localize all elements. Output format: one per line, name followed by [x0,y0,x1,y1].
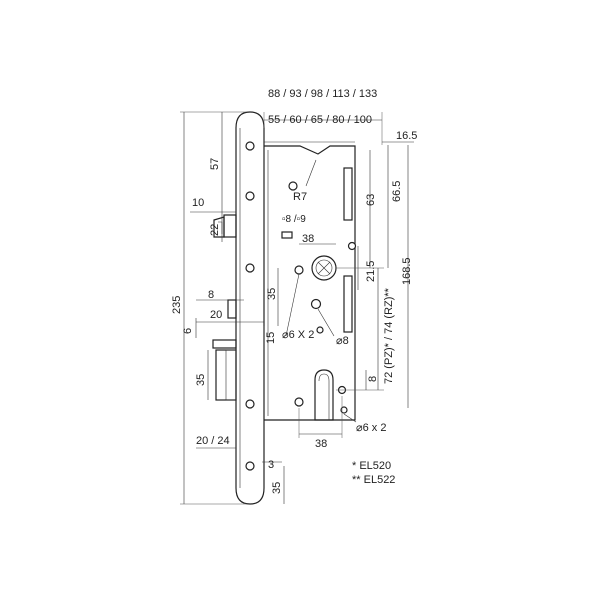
dimension-6: 6 [182,318,197,338]
label-35-bottom: 35 [271,482,283,494]
label-hole-spec: ▫8 /▫9 [282,214,306,225]
dimension-35-bottom: 35 [271,466,285,504]
label-22: 22 [209,224,221,236]
dimension-63: 63 [365,150,377,268]
dimension-38-top: 38 [299,233,336,245]
label-3: 3 [268,459,274,471]
dimension-20-24: 20 / 24 [196,435,236,449]
label-66-5: 66.5 [391,181,403,202]
label-35-lower: 35 [195,374,207,386]
dimension-radius: R7 [293,159,317,203]
dimension-22: 22 [209,206,223,242]
label-backset-range: 88 / 93 / 98 / 113 / 133 [268,88,377,100]
legend-el522: ** EL522 [352,474,396,486]
label-168-5: 168.5 [401,257,413,285]
label-72-74: 72 (PZ)* / 74 (RZ)** [383,287,395,384]
dimension-72-74: 72 (PZ)* / 74 (RZ)** [336,267,395,391]
dimension-backset: 55 / 60 / 65 / 80 / 100 [264,114,372,143]
dimension-8-left: 8 [196,289,244,301]
dimension-3: 3 [262,459,282,471]
dimension-66-5: 66.5 [387,145,403,268]
label-35-mid: 35 [266,288,278,300]
dimension-8-right: 8 [365,370,379,390]
label-15: 15 [265,332,277,344]
label-6: 6 [182,328,194,334]
dimension-10: 10 [190,197,236,213]
label-63: 63 [365,194,377,206]
label-phi6x2-upper: ⌀6 X 2 [282,329,314,341]
label-8-right: 8 [367,376,379,382]
dimension-235: 235 [171,111,246,505]
label-21-5: 21.5 [365,261,377,282]
dimension-fore-depth: 16.5 [382,130,417,143]
dimension-35-lower: 35 [195,350,209,400]
dimension-15: 15 [263,326,277,350]
follower-hub [311,255,337,281]
label-38-top: 38 [302,233,314,245]
label-10: 10 [192,197,204,209]
callout-phi8: ⌀8 [317,308,349,347]
label-38-bottom: 38 [315,438,327,450]
callout-phi6x2-lower: ⌀6 x 2 [343,413,386,434]
dimension-57: 57 [209,112,223,206]
label-8-left: 8 [208,289,214,301]
label-phi6x2-lower: ⌀6 x 2 [356,422,386,434]
label-20-24: 20 / 24 [196,435,230,447]
dimension-38-bottom: 38 [298,396,343,450]
dead-bolt [212,339,237,401]
legend-el520: * EL520 [352,460,392,472]
dimension-168-5: 168.5 [401,145,413,408]
faceplate [235,111,265,505]
lock-case [264,145,357,421]
label-20: 20 [210,309,222,321]
label-fore-depth: 16.5 [396,130,417,142]
label-57: 57 [209,158,221,170]
label-radius: R7 [293,191,307,203]
cylinder-cutout [314,369,334,421]
label-phi8: ⌀8 [336,335,349,347]
dimension-backset-range: 88 / 93 / 98 / 113 / 133 [263,88,383,145]
label-backset: 55 / 60 / 65 / 80 / 100 [268,114,372,126]
callout-phi6x2-upper: ⌀6 X 2 [282,273,314,341]
label-235: 235 [171,296,183,314]
dimension-20: 20 [196,309,264,323]
auxiliary-latch [227,299,237,319]
dimension-35-mid: 35 [266,268,279,326]
